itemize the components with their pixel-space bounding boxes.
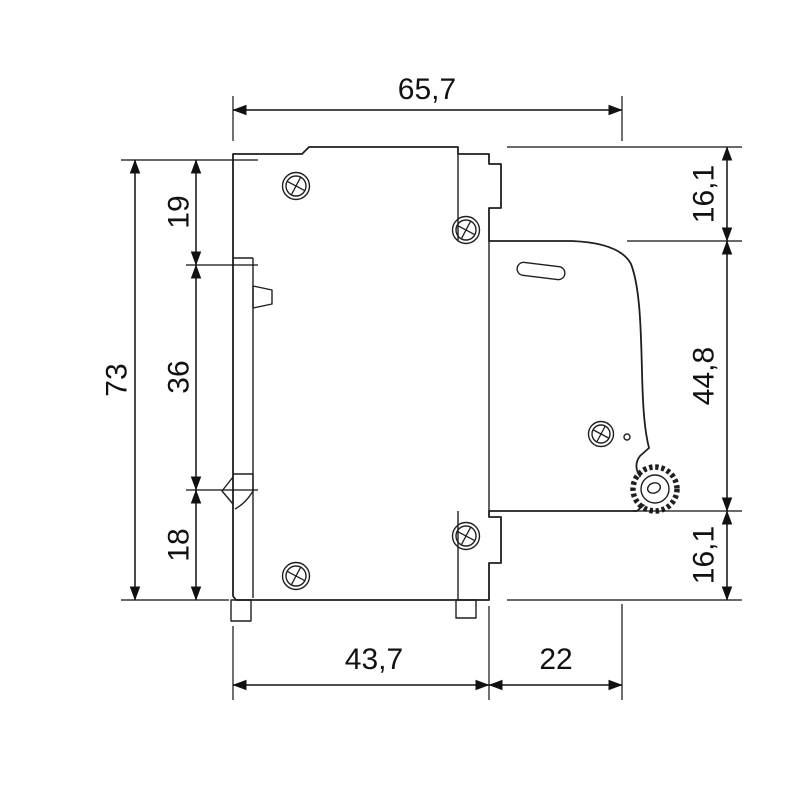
dimension-overall-width: 65,7 bbox=[232, 73, 623, 141]
dim-label-right-top: 16,1 bbox=[688, 165, 721, 223]
dim-label-left-middle: 36 bbox=[163, 360, 196, 393]
dim-label-overall-width: 65,7 bbox=[398, 73, 456, 106]
toggle-thumbwheel bbox=[630, 464, 680, 514]
dimension-annotations: 65,7 73 19 36 18 bbox=[101, 73, 742, 700]
dim-label-right-bottom: 16,1 bbox=[688, 526, 721, 584]
device-body-silhouette bbox=[232, 146, 650, 601]
mounting-foot-right bbox=[455, 599, 477, 619]
dimension-right-segments: 16,1 44,8 16,1 bbox=[507, 146, 742, 601]
mounting-foot-left bbox=[230, 599, 252, 622]
dim-label-overall-height: 73 bbox=[101, 363, 134, 396]
screw-head-top-left bbox=[281, 171, 311, 201]
screw-head-upper-middle bbox=[451, 215, 481, 245]
dimension-bottom-segments: 43,7 22 bbox=[232, 604, 623, 700]
dim-label-bottom-front: 22 bbox=[539, 643, 572, 676]
pivot-hole bbox=[623, 433, 631, 441]
dim-label-left-bottom: 18 bbox=[163, 528, 196, 561]
dimension-overall-height: 73 bbox=[101, 159, 258, 601]
din-clip-lower-claw bbox=[221, 476, 234, 505]
din-clip-upper bbox=[252, 285, 273, 309]
dim-label-right-middle: 44,8 bbox=[688, 347, 721, 405]
dimension-left-segments: 19 36 18 bbox=[163, 159, 258, 601]
dim-label-left-top: 19 bbox=[163, 195, 196, 228]
dim-label-bottom-rear: 43,7 bbox=[345, 643, 403, 676]
label-slot bbox=[516, 261, 566, 281]
screw-head-lower-middle bbox=[451, 521, 481, 551]
screw-head-bottom-left bbox=[281, 561, 311, 591]
din-clip-lower bbox=[234, 474, 254, 510]
screw-head-front bbox=[587, 420, 615, 448]
device-outline bbox=[221, 146, 680, 622]
